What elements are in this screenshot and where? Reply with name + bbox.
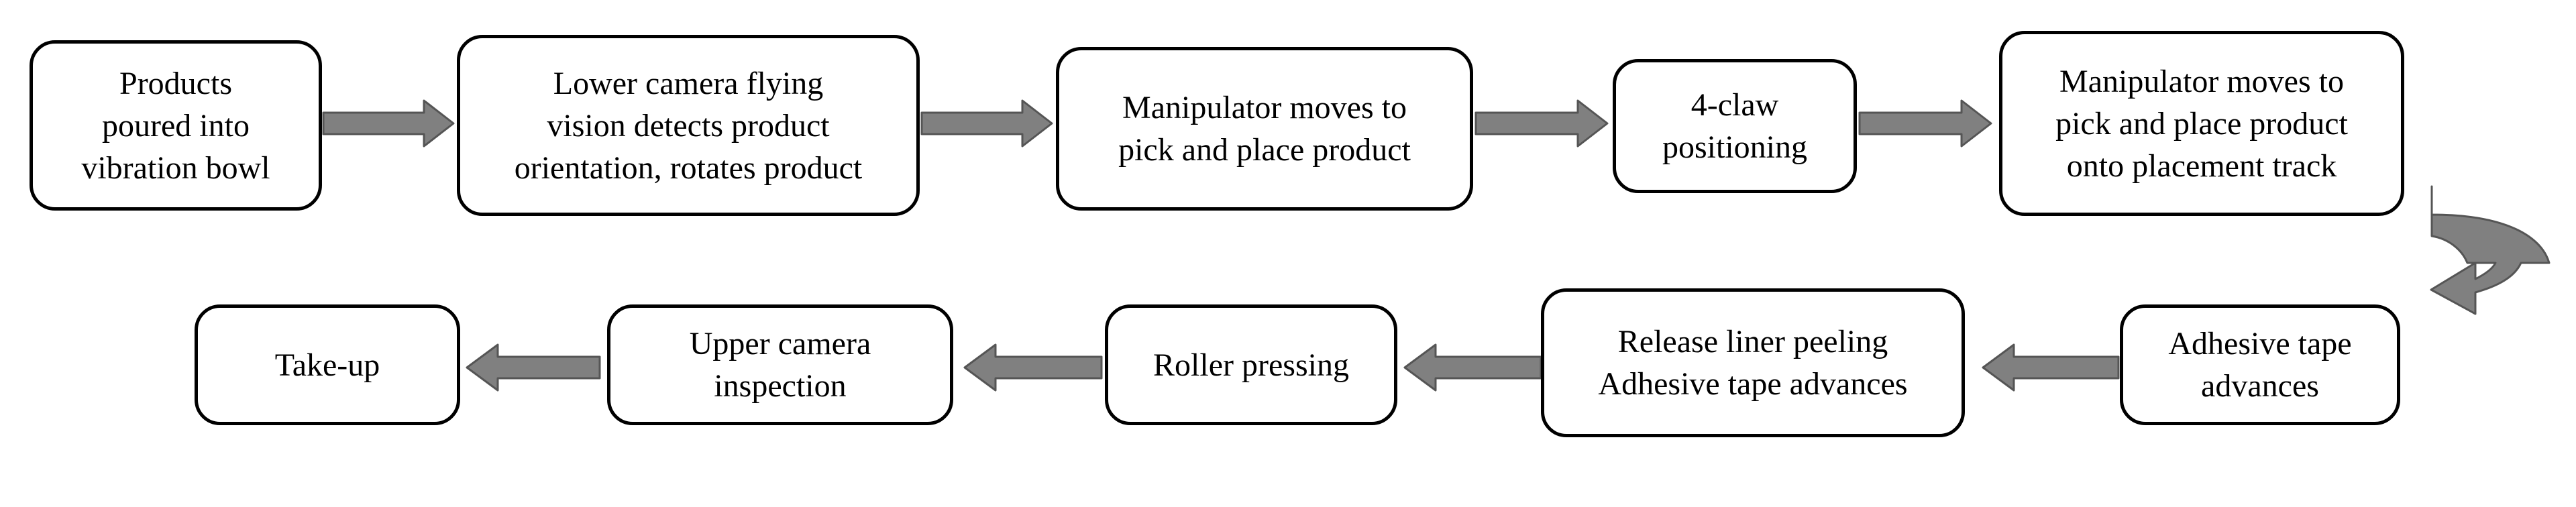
step-box-9: Upper camera inspection	[607, 304, 953, 425]
step-label-4: 4-claw positioning	[1662, 87, 1808, 165]
step-label-2: Lower camera flying vision detects produ…	[514, 65, 863, 186]
step-box-5: Manipulator moves to pick and place prod…	[1999, 31, 2404, 216]
step-box-7: Release liner peeling Adhesive tape adva…	[1541, 288, 1965, 437]
arrow-s1-s2	[322, 99, 455, 148]
step-label-9: Upper camera inspection	[689, 326, 871, 404]
step-label-5: Manipulator moves to pick and place prod…	[2055, 63, 2348, 184]
arrow-s6-s7	[1982, 343, 2120, 392]
step-label-10: Take-up	[274, 347, 380, 383]
arrow-s8-s9	[963, 343, 1103, 392]
arrow-s9-s10	[466, 343, 601, 392]
step-box-1: Products poured into vibration bowl	[30, 40, 322, 211]
step-box-10: Take-up	[195, 304, 460, 425]
arrow-s2-s3	[920, 99, 1053, 148]
step-box-2: Lower camera flying vision detects produ…	[457, 35, 920, 216]
step-box-4: 4-claw positioning	[1613, 59, 1857, 193]
step-label-8: Roller pressing	[1153, 347, 1349, 383]
arrow-s7-s8	[1403, 343, 1542, 392]
step-box-3: Manipulator moves to pick and place prod…	[1056, 47, 1473, 211]
arrow-s3-s4	[1474, 99, 1609, 148]
step-box-6: Adhesive tape advances	[2120, 304, 2400, 425]
arrow-s4-s5	[1858, 99, 1992, 148]
step-label-3: Manipulator moves to pick and place prod…	[1118, 90, 1411, 168]
step-label-7: Release liner peeling Adhesive tape adva…	[1598, 324, 1908, 402]
step-label-6: Adhesive tape advances	[2168, 326, 2352, 404]
step-box-8: Roller pressing	[1105, 304, 1397, 425]
arrow-s5-s6	[2430, 185, 2551, 315]
step-label-1: Products poured into vibration bowl	[81, 65, 270, 186]
